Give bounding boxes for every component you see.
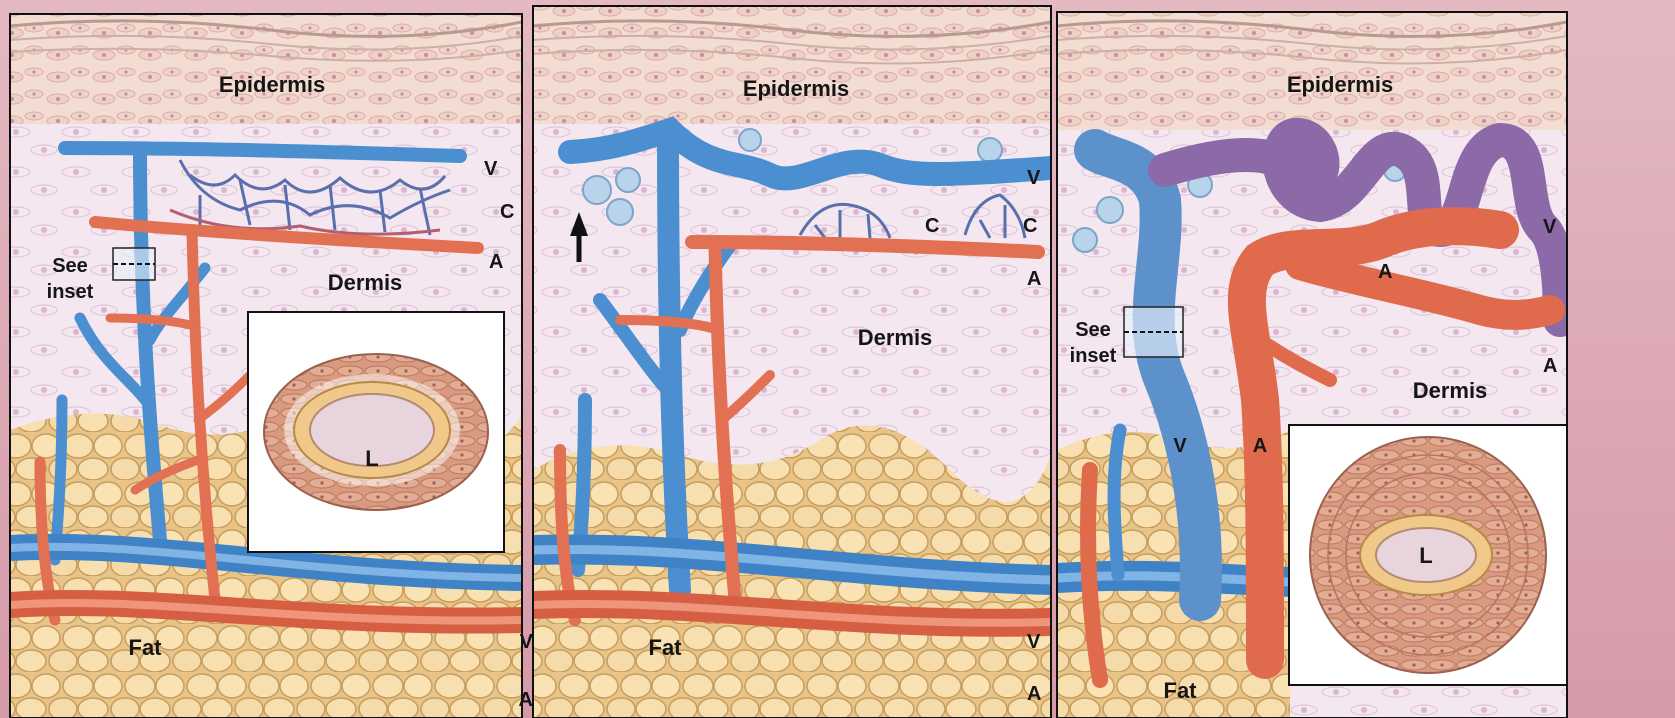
- label-dermis: Dermis: [1413, 378, 1488, 403]
- label-capillary-right: C: [1023, 215, 1037, 237]
- panel-normal: Epidermis Dermis Fat V C A V A See inset…: [10, 14, 534, 718]
- label-dermis: Dermis: [328, 270, 403, 295]
- panel-dilated: Epidermis Dermis Fat V C C A V A: [533, 6, 1051, 718]
- label-vein-mid: V: [1173, 435, 1187, 457]
- label-see-inset-line2: inset: [1070, 345, 1117, 367]
- label-epidermis: Epidermis: [219, 72, 325, 97]
- label-see-inset-line1: See: [52, 255, 88, 277]
- label-capillary-left: C: [925, 215, 939, 237]
- label-vein-bottom: V: [1027, 631, 1041, 653]
- label-vein-top: V: [1543, 216, 1557, 238]
- label-fat: Fat: [129, 635, 163, 660]
- label-epidermis: Epidermis: [1287, 72, 1393, 97]
- label-artery-top: A: [1378, 261, 1392, 283]
- label-see-inset-line1: See: [1075, 319, 1111, 341]
- label-vein-bottom: V: [520, 631, 534, 653]
- label-artery-right: A: [1543, 355, 1557, 377]
- inset-vessel-cross-section: [248, 312, 504, 552]
- label-artery: A: [489, 251, 503, 273]
- label-artery-bottom: A: [1027, 683, 1041, 705]
- label-lumen: L: [365, 446, 378, 471]
- label-epidermis: Epidermis: [743, 76, 849, 101]
- label-artery: A: [1027, 268, 1041, 290]
- label-lumen: L: [1419, 543, 1432, 568]
- label-vein: V: [1027, 167, 1041, 189]
- label-artery-bottom: A: [519, 689, 533, 711]
- label-dermis: Dermis: [858, 325, 933, 350]
- label-vein: V: [484, 158, 498, 180]
- label-see-inset-line2: inset: [47, 281, 94, 303]
- label-artery-mid: A: [1253, 435, 1267, 457]
- panel-thickened: Epidermis Dermis Fat V A A V A See inset…: [1057, 12, 1567, 718]
- label-fat: Fat: [1164, 678, 1198, 703]
- label-fat: Fat: [649, 635, 683, 660]
- label-capillary: C: [500, 201, 514, 223]
